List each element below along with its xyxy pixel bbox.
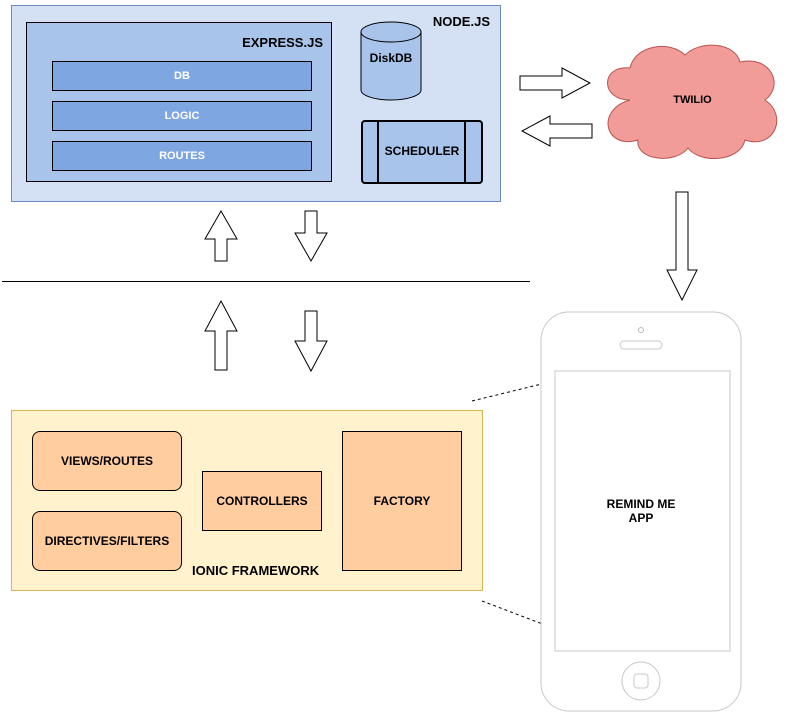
scheduler-label: SCHEDULER bbox=[384, 144, 460, 158]
diskdb-cylinder-icon bbox=[360, 21, 422, 101]
client-server-separator bbox=[2, 281, 530, 282]
controllers-box: CONTROLLERS bbox=[202, 471, 322, 531]
arrow-down-icon bbox=[294, 210, 328, 263]
phone-icon bbox=[540, 311, 742, 712]
nodejs-title: NODE.JS bbox=[432, 14, 490, 29]
expressjs-title: EXPRESS.JS bbox=[242, 35, 323, 50]
directives-filters-box: DIRECTIVES/FILTERS bbox=[32, 511, 182, 571]
views-routes-box: VIEWS/ROUTES bbox=[32, 431, 182, 491]
ionic-framework-title: IONIC FRAMEWORK bbox=[192, 563, 320, 578]
arrow-down-icon bbox=[294, 310, 328, 373]
expressjs-container: EXPRESS.JS DB LOGIC ROUTES bbox=[26, 22, 332, 182]
arrow-right-icon bbox=[519, 67, 592, 99]
logic-layer: LOGIC bbox=[52, 101, 312, 131]
scheduler-process-icon bbox=[361, 120, 483, 184]
remind-me-app-label: REMIND ME APP bbox=[556, 371, 726, 651]
factory-box: FACTORY bbox=[342, 431, 462, 571]
arrow-left-icon bbox=[520, 115, 593, 147]
arrow-down-icon bbox=[666, 191, 698, 302]
app-label-line1: REMIND ME bbox=[606, 497, 676, 511]
diskdb-label: DiskDB bbox=[369, 51, 413, 65]
arrow-up-icon bbox=[204, 209, 238, 262]
db-layer: DB bbox=[52, 61, 312, 91]
twilio-cloud-icon bbox=[607, 44, 778, 159]
arrow-up-icon bbox=[204, 299, 238, 371]
routes-layer: ROUTES bbox=[52, 141, 312, 171]
app-label-line2: APP bbox=[628, 511, 654, 525]
twilio-label: TWILIO bbox=[673, 94, 712, 106]
